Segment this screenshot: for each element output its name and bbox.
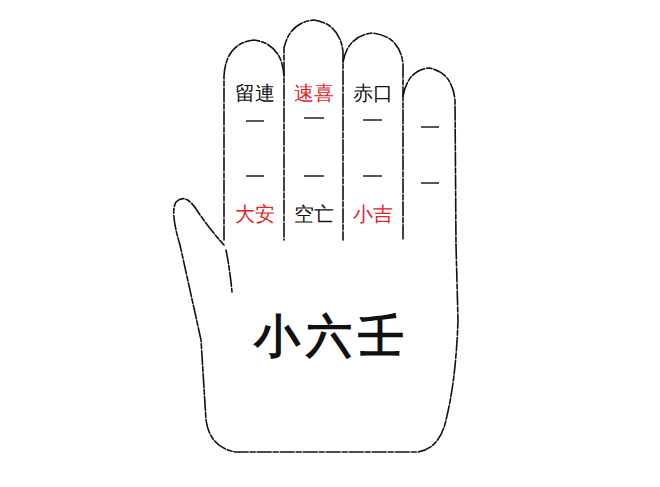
joint-mark [246,120,264,121]
joint-mark [304,175,324,176]
hand-outline [174,20,458,452]
joint-mark [363,175,382,176]
joint-mark [363,119,382,120]
joint-mark [304,117,324,118]
palace-label: 留連 [234,82,276,105]
finger-joints [246,118,439,183]
palace-label: 速喜 [293,82,335,105]
title: 小六壬 [253,310,411,363]
thumb-crease [226,250,232,292]
palace-label: 小吉 [352,203,394,226]
joint-mark [246,175,264,176]
palace-label: 大安 [234,203,276,226]
joint-mark [421,126,439,127]
joint-mark [421,182,439,183]
palm-outline [174,199,458,452]
ring-finger [343,33,403,240]
middle-finger [284,20,343,240]
little-finger [403,68,456,245]
palace-label: 空亡 [293,203,335,226]
index-finger [224,40,284,240]
palace-label: 赤口 [352,82,394,105]
